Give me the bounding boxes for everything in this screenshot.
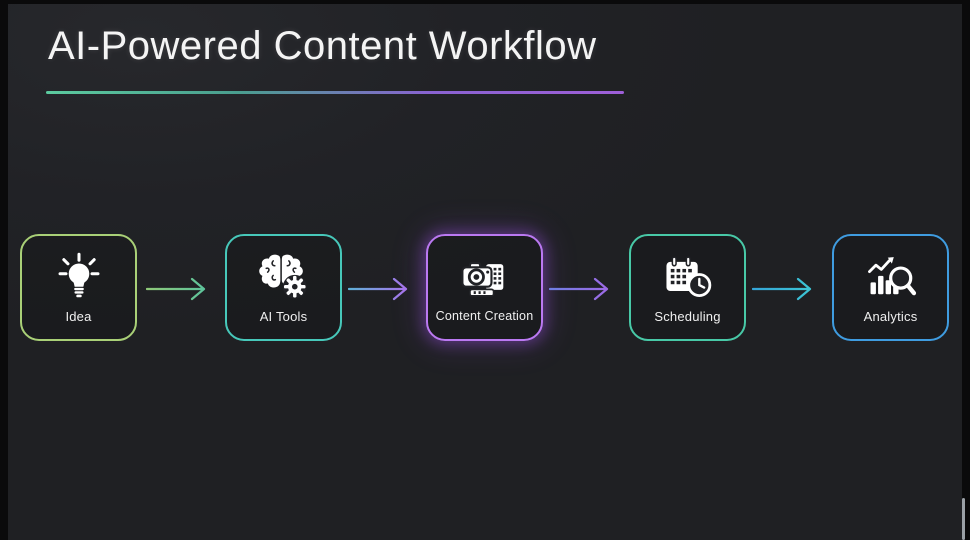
flow-arrow-2 <box>348 277 408 301</box>
scrollbar-thumb[interactable] <box>962 498 965 540</box>
step-box-content-creation: Content Creation <box>426 234 543 341</box>
calendar-clock-icon <box>660 246 716 308</box>
slide-stage: AI-Powered Content Workflow Idea <box>8 4 962 540</box>
step-label: AI Tools <box>259 309 308 324</box>
step-box-ai-tools: AI Tools <box>225 234 342 341</box>
page-title: AI-Powered Content Workflow <box>48 24 597 68</box>
step-box-analytics: Analytics <box>832 234 949 341</box>
title-underline <box>46 91 624 94</box>
flow-arrow-3 <box>549 277 609 301</box>
flow-arrow-1 <box>146 277 206 301</box>
step-label: Content Creation <box>435 309 534 323</box>
flow-arrow-4 <box>752 277 812 301</box>
step-box-scheduling: Scheduling <box>629 234 746 341</box>
step-box-idea: Idea <box>20 234 137 341</box>
step-label: Analytics <box>863 309 918 324</box>
step-label: Scheduling <box>654 309 721 324</box>
lightbulb-icon <box>55 246 103 308</box>
chart-magnifier-icon <box>863 246 919 308</box>
step-label: Idea <box>65 309 92 324</box>
brain-gear-icon <box>256 246 312 308</box>
camera-stack-icon <box>457 246 513 308</box>
